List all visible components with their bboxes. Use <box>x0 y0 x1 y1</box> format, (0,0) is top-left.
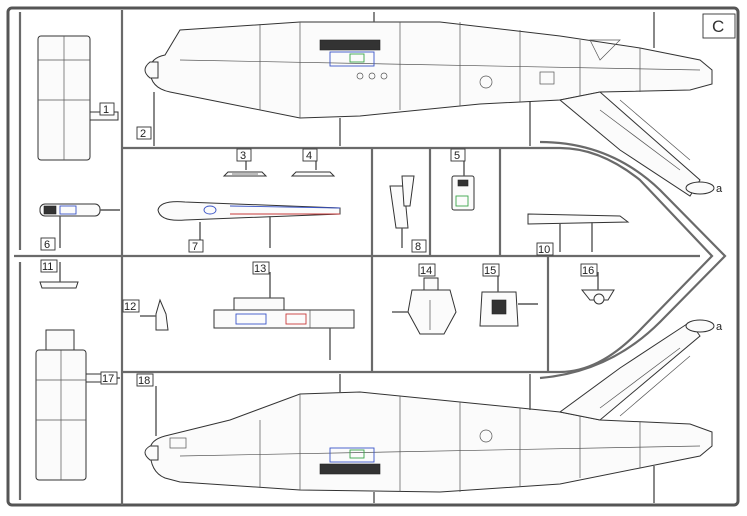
part-label-3: 3 <box>240 150 246 162</box>
part-10: 10 <box>527 213 630 256</box>
part-13: 13 <box>213 261 355 360</box>
gate-stubs <box>153 12 655 503</box>
part-8: 8 <box>389 175 427 253</box>
part-1: 1 <box>37 35 119 161</box>
tab-letter-upper: a <box>716 183 723 195</box>
part-label-13: 13 <box>254 263 266 275</box>
part-label-8: 8 <box>415 241 421 253</box>
part-4: 4 <box>290 148 336 177</box>
part-label-6: 6 <box>44 239 50 251</box>
part-label-18: 18 <box>138 375 150 387</box>
sprue-letter-tab: C <box>702 13 736 39</box>
part-label-1: 1 <box>103 104 109 116</box>
sprue-letter: C <box>712 17 724 36</box>
part-11: 11 <box>39 259 79 289</box>
part-label-2: 2 <box>140 128 146 140</box>
part-label-15: 15 <box>484 265 496 277</box>
part-14: 14 <box>392 263 457 335</box>
part-3: 3 <box>222 148 268 177</box>
part-5: 5 <box>450 148 475 211</box>
part-label-17: 17 <box>102 373 114 385</box>
part-6: 6 <box>39 203 120 251</box>
part-12: 12 <box>122 298 169 331</box>
part-16: 16 <box>580 263 615 305</box>
part-label-12: 12 <box>124 301 136 313</box>
part-label-7: 7 <box>192 241 198 253</box>
part-17: 17 <box>35 329 120 481</box>
part-18-fuselage-lower: a 18 <box>136 319 723 493</box>
part-label-11: 11 <box>42 261 53 273</box>
part-label-5: 5 <box>454 150 460 162</box>
part-7: 7 <box>157 201 341 253</box>
part-2-fuselage-upper: a 2 <box>136 21 723 197</box>
part-label-16: 16 <box>582 265 594 277</box>
part-15: 15 <box>479 263 538 327</box>
runners <box>14 10 727 505</box>
part-label-14: 14 <box>420 265 432 277</box>
part-label-4: 4 <box>306 150 312 162</box>
tab-letter-lower: a <box>716 321 723 333</box>
sprue-frame <box>6 6 740 507</box>
part-label-10: 10 <box>538 244 550 256</box>
